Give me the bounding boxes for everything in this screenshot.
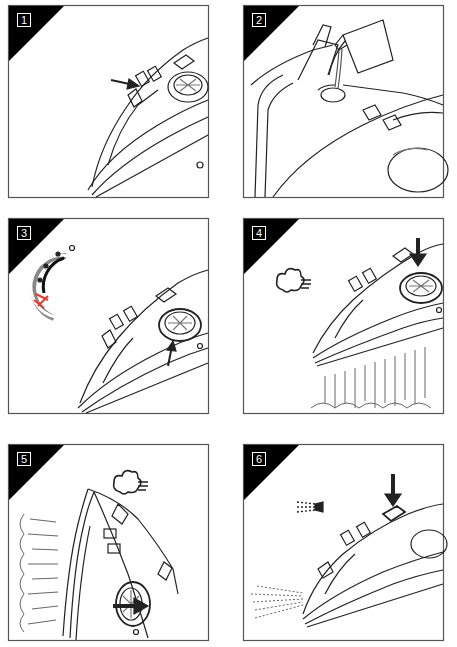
- iron-panel-5: [20, 471, 178, 640]
- iron-panel-6: [251, 474, 447, 627]
- step-number: 1: [17, 13, 31, 27]
- corner-triangles: [9, 6, 299, 500]
- step-number: 2: [252, 13, 266, 27]
- step-number: 6: [252, 452, 266, 466]
- step-number: 3: [17, 226, 31, 240]
- iron-panel-1: [88, 38, 208, 197]
- step-number: 5: [17, 452, 31, 466]
- panel-frames: [9, 6, 444, 641]
- step-number: 4: [252, 226, 266, 240]
- iron-panel-2: [251, 20, 448, 197]
- iron-panel-3: [31, 246, 208, 414]
- iron-panel-4: [277, 238, 443, 408]
